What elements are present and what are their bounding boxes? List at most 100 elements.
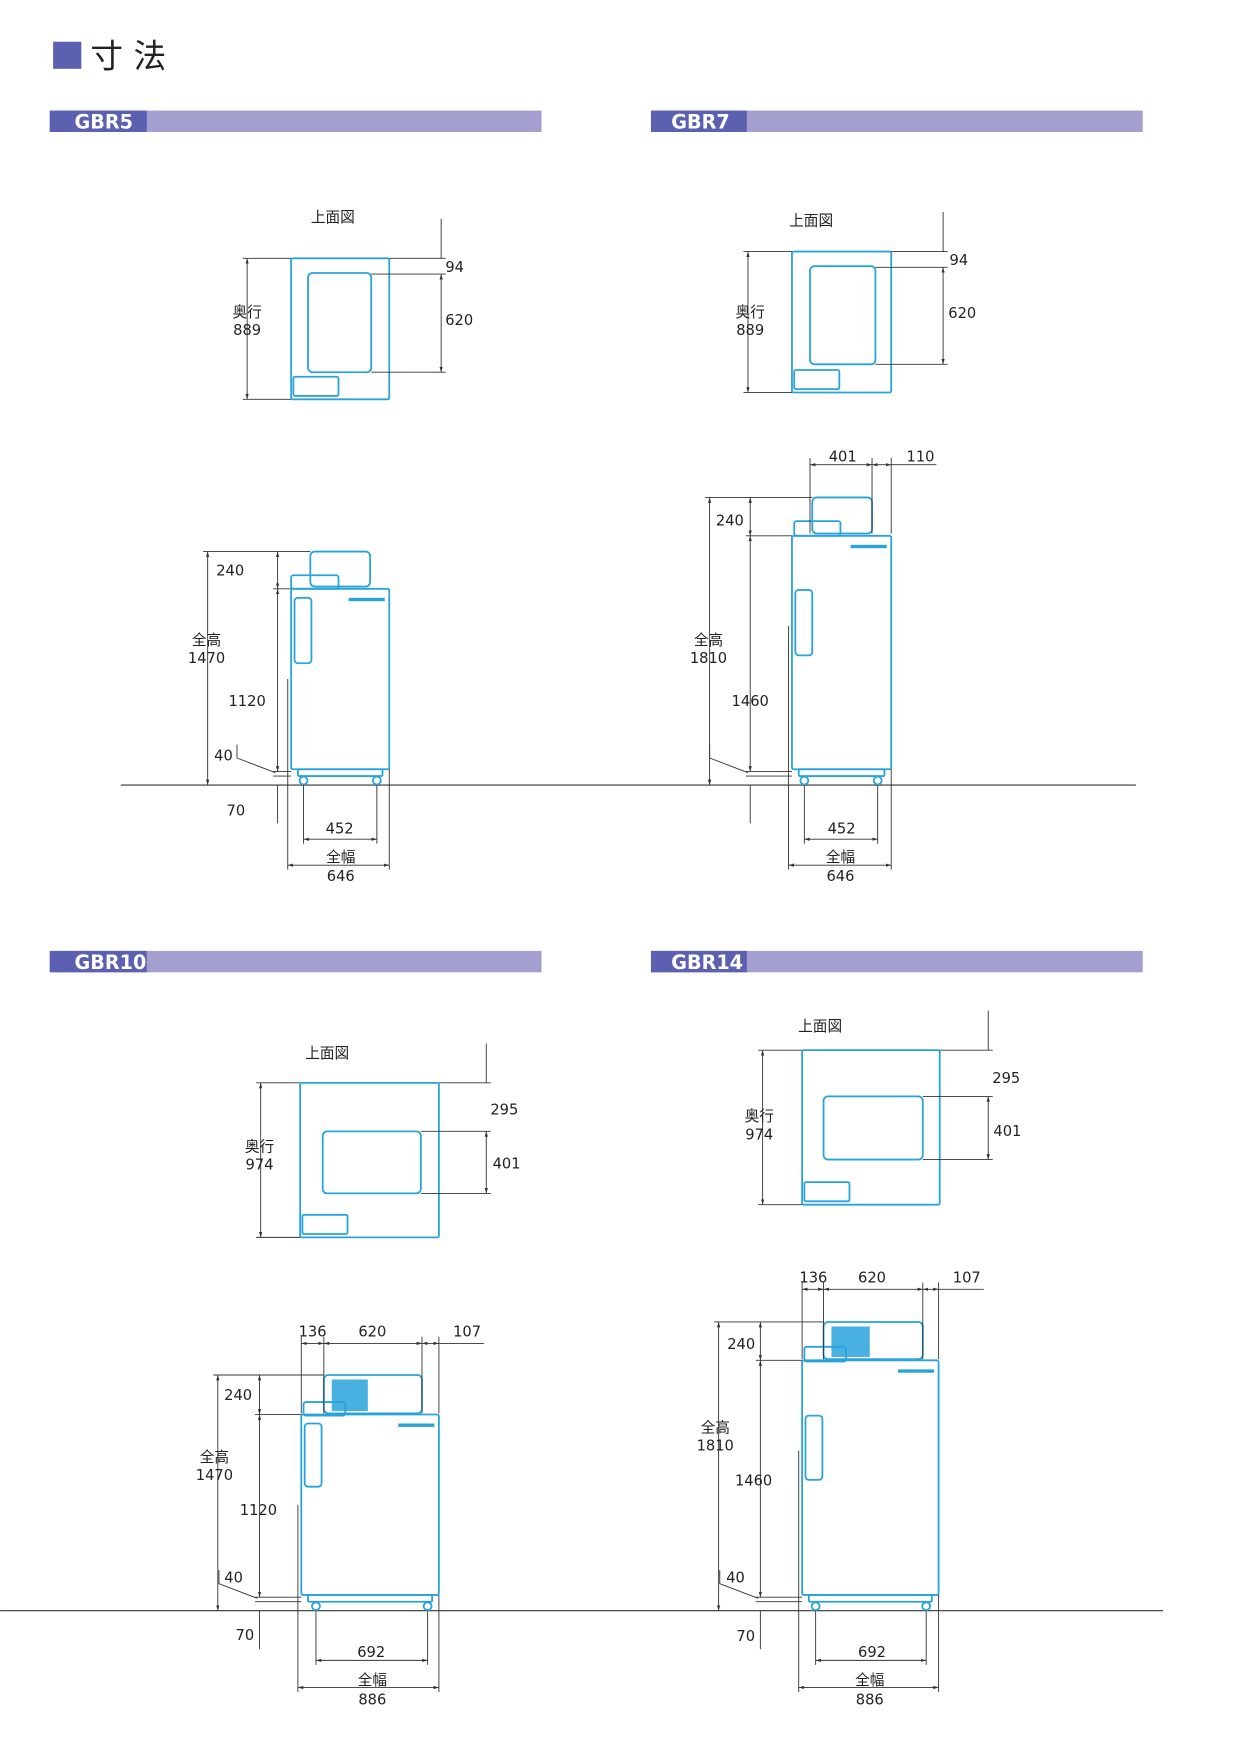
dim-value: 692 [858,1644,886,1661]
page-title: 寸 法 [90,38,166,76]
dim-value: 94 [950,252,969,269]
dim-value: 107 [453,1324,481,1341]
cabinet-body [290,587,391,771]
width-label: 全幅 [826,848,855,866]
dim-value: 1460 [732,693,769,710]
caster-wheel [799,775,810,786]
depth-label: 奥行 [245,1139,274,1156]
dim-value: 70 [227,803,246,820]
height-label: 全高 [694,631,723,649]
height-value: 1470 [188,650,225,667]
dim-value: 620 [358,1324,386,1341]
control-box-outline [301,1213,349,1235]
leader-line [719,1570,759,1599]
model-name: GBR7 [671,111,729,134]
dim-value: 692 [357,1644,385,1661]
dim-value: 1460 [735,1473,772,1490]
dim-value: 1120 [228,693,265,710]
logo-strip [398,1423,435,1427]
dim-value: 110 [907,448,935,465]
base-frame [807,1594,933,1603]
control-box-outline [803,1181,851,1203]
caster-wheel [298,775,309,786]
dim-value: 620 [948,305,976,322]
dim-value: 70 [236,1627,255,1644]
caster-wheel [872,775,883,786]
control-panel [793,520,842,537]
top-unit-outline [822,1095,924,1161]
top-view-label: 上面図 [798,1018,842,1035]
dim-value: 452 [828,821,856,838]
dim-value: 240 [224,1387,252,1404]
door-handle [303,1422,323,1488]
vent-grille [331,1379,368,1412]
dim-value: 107 [953,1270,981,1287]
width-value: 886 [856,1691,884,1708]
leader-line [218,1570,258,1599]
logo-strip [897,1369,935,1373]
top-view-label: 上面図 [789,213,833,230]
dim-value: 136 [799,1270,827,1287]
dim-value: 401 [829,448,857,465]
caster-wheel [311,1601,321,1612]
height-value: 1810 [697,1438,734,1455]
model-name: GBR14 [671,951,743,974]
dim-value: 40 [224,1570,243,1587]
height-label: 全高 [701,1419,730,1437]
logo-strip [348,597,385,602]
depth-label: 奥行 [745,1108,774,1125]
caster-wheel [921,1601,932,1612]
base-frame [797,768,886,777]
vent-grille [831,1326,870,1357]
logo-strip [850,544,887,549]
depth-label: 奥行 [232,304,261,321]
width-label: 全幅 [358,1671,387,1689]
header-gbr5: GBR5 [49,110,542,134]
leader-line [236,744,276,774]
top-view-body [290,257,391,401]
depth-label: 奥行 [736,304,765,321]
base-frame [296,768,384,777]
top-view-body [801,1049,941,1206]
dim-value: 70 [736,1628,755,1645]
dim-value: 94 [445,259,464,276]
height-value: 1470 [196,1467,233,1484]
leader-line [709,744,749,774]
top-unit [309,550,371,588]
dim-value: 295 [992,1070,1020,1087]
model-name: GBR10 [75,951,147,974]
door-outline [307,272,373,374]
width-value: 646 [327,868,355,885]
height-label: 全高 [192,631,221,649]
door-handle [293,596,313,665]
dim-value: 401 [493,1156,521,1173]
control-box-outline [292,375,340,397]
caster-wheel [372,775,382,786]
control-panel [290,574,340,590]
dim-value: 240 [727,1336,755,1353]
model-name: GBR5 [75,111,133,134]
base-frame [307,1594,434,1603]
caster-wheel [422,1601,433,1612]
depth-value: 889 [233,322,261,339]
dim-value: 401 [993,1123,1021,1140]
depth-value: 889 [736,322,764,339]
top-unit-outline [321,1130,422,1195]
dim-value: 136 [299,1324,327,1341]
dim-value: 240 [716,513,744,530]
dim-value: 40 [214,747,233,764]
height-value: 1810 [690,650,727,667]
dim-value: 240 [216,562,244,579]
header-gbr10: GBR10 [49,950,542,974]
top-view-label: 上面図 [311,209,355,226]
height-label: 全高 [200,1448,229,1466]
header-gbr7: GBR7 [650,110,1143,134]
top-view-label: 上面図 [305,1045,349,1062]
width-value: 646 [826,868,854,885]
top-view-body [791,250,893,394]
door-handle [794,589,814,657]
door-handle [804,1414,824,1481]
depth-value: 974 [246,1157,274,1174]
dim-value: 620 [858,1270,886,1287]
